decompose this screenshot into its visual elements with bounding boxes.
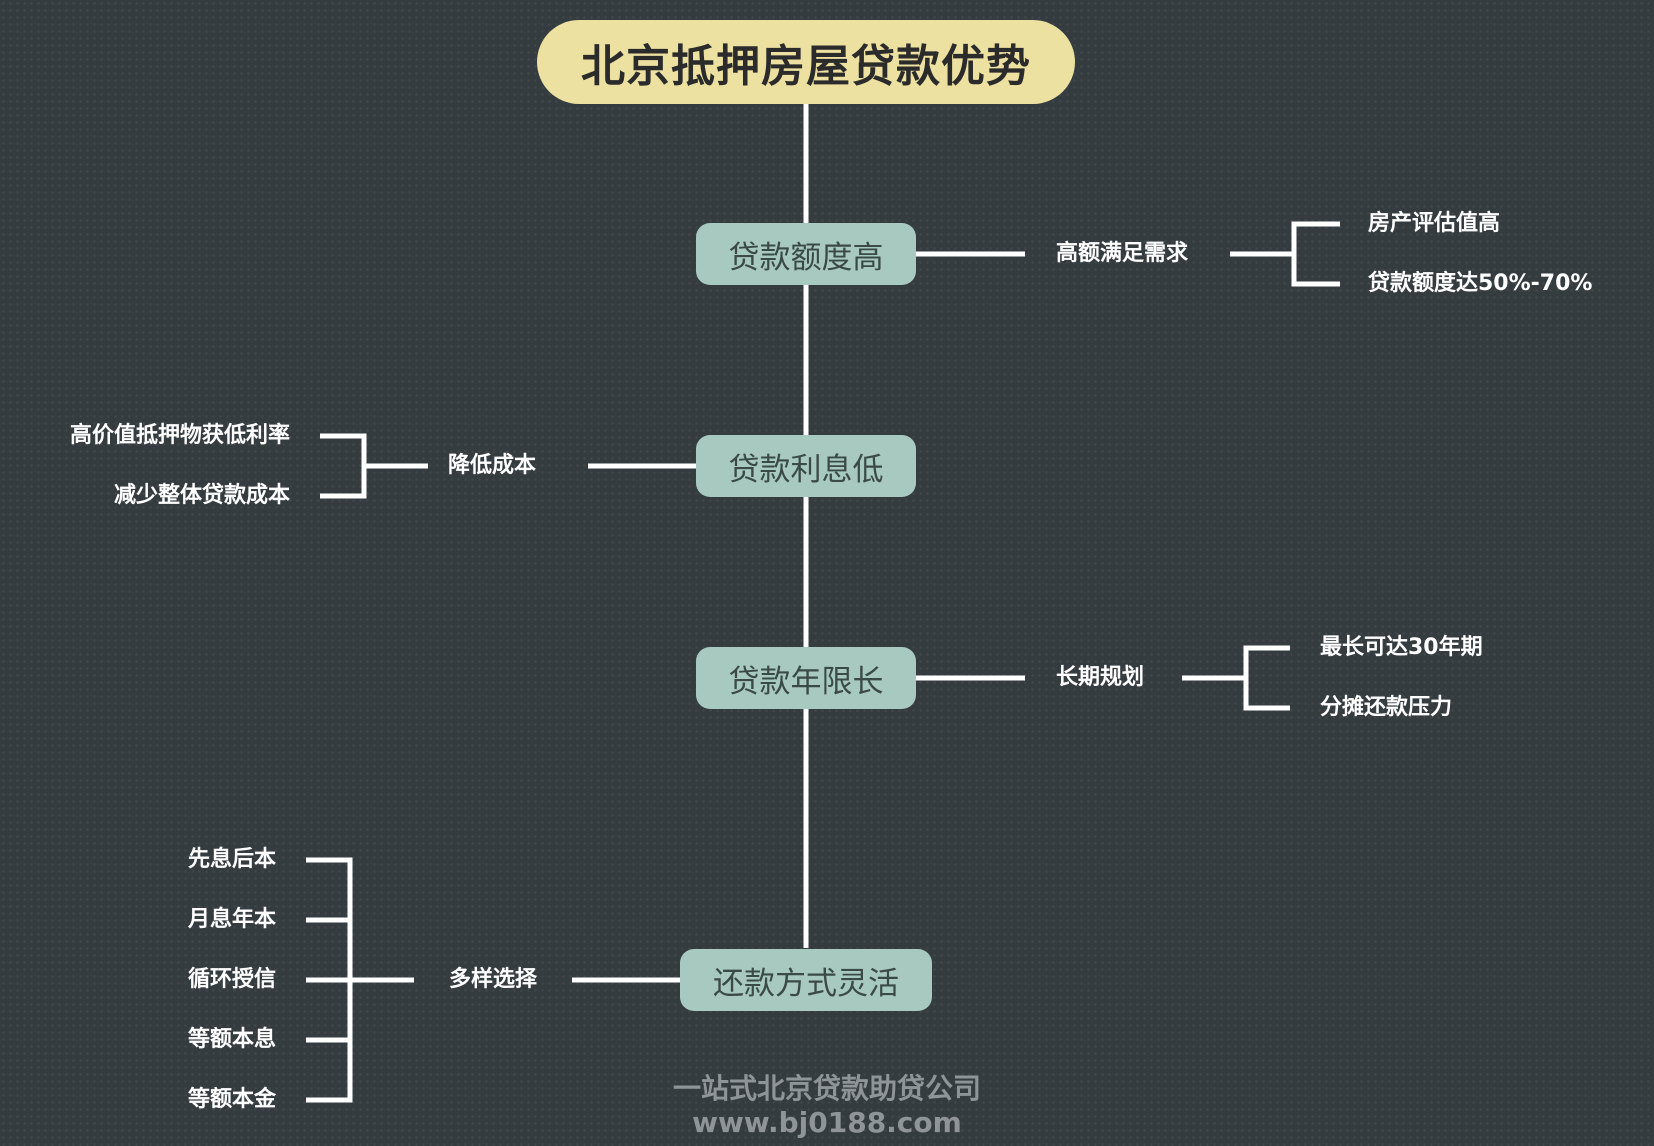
bracket-b2 xyxy=(320,433,367,499)
sub-label-b1: 高额满足需求 xyxy=(1056,241,1189,266)
leaf-b4-2: 月息年本 xyxy=(187,907,276,932)
leaf-b3-2: 分摊还款压力 xyxy=(1320,695,1453,720)
leaf-b2-1: 高价值抵押物获低利率 xyxy=(69,423,290,448)
node-repayment: 还款方式灵活 xyxy=(680,949,932,1011)
sub-label-b2: 降低成本 xyxy=(447,453,536,478)
leaf-b4-3: 循环授信 xyxy=(187,967,276,992)
bracket-b1 xyxy=(1291,221,1340,287)
footer-url: www.bj0188.com xyxy=(692,1106,962,1139)
leaf-b1-2: 贷款额度达50%-70% xyxy=(1368,271,1593,296)
diagram-title: 北京抵押房屋贷款优势 xyxy=(537,20,1075,104)
node-loan-term: 贷款年限长 xyxy=(696,647,916,709)
leaf-b2-2: 减少整体贷款成本 xyxy=(113,483,290,508)
leaf-b3-1: 最长可达30年期 xyxy=(1320,635,1483,660)
sub-label-b3: 长期规划 xyxy=(1056,665,1145,690)
leaf-b1-1: 房产评估值高 xyxy=(1368,211,1501,236)
bracket-b3 xyxy=(1243,645,1290,711)
leaf-b4-5: 等额本金 xyxy=(187,1087,276,1112)
node-loan-interest: 贷款利息低 xyxy=(696,435,916,497)
footer-company: 一站式北京贷款助贷公司 xyxy=(672,1072,981,1105)
leaf-b4-1: 先息后本 xyxy=(187,847,276,872)
sub-label-b4: 多样选择 xyxy=(448,967,537,992)
node-loan-amount: 贷款额度高 xyxy=(696,223,916,285)
leaf-b4-4: 等额本息 xyxy=(187,1027,276,1052)
